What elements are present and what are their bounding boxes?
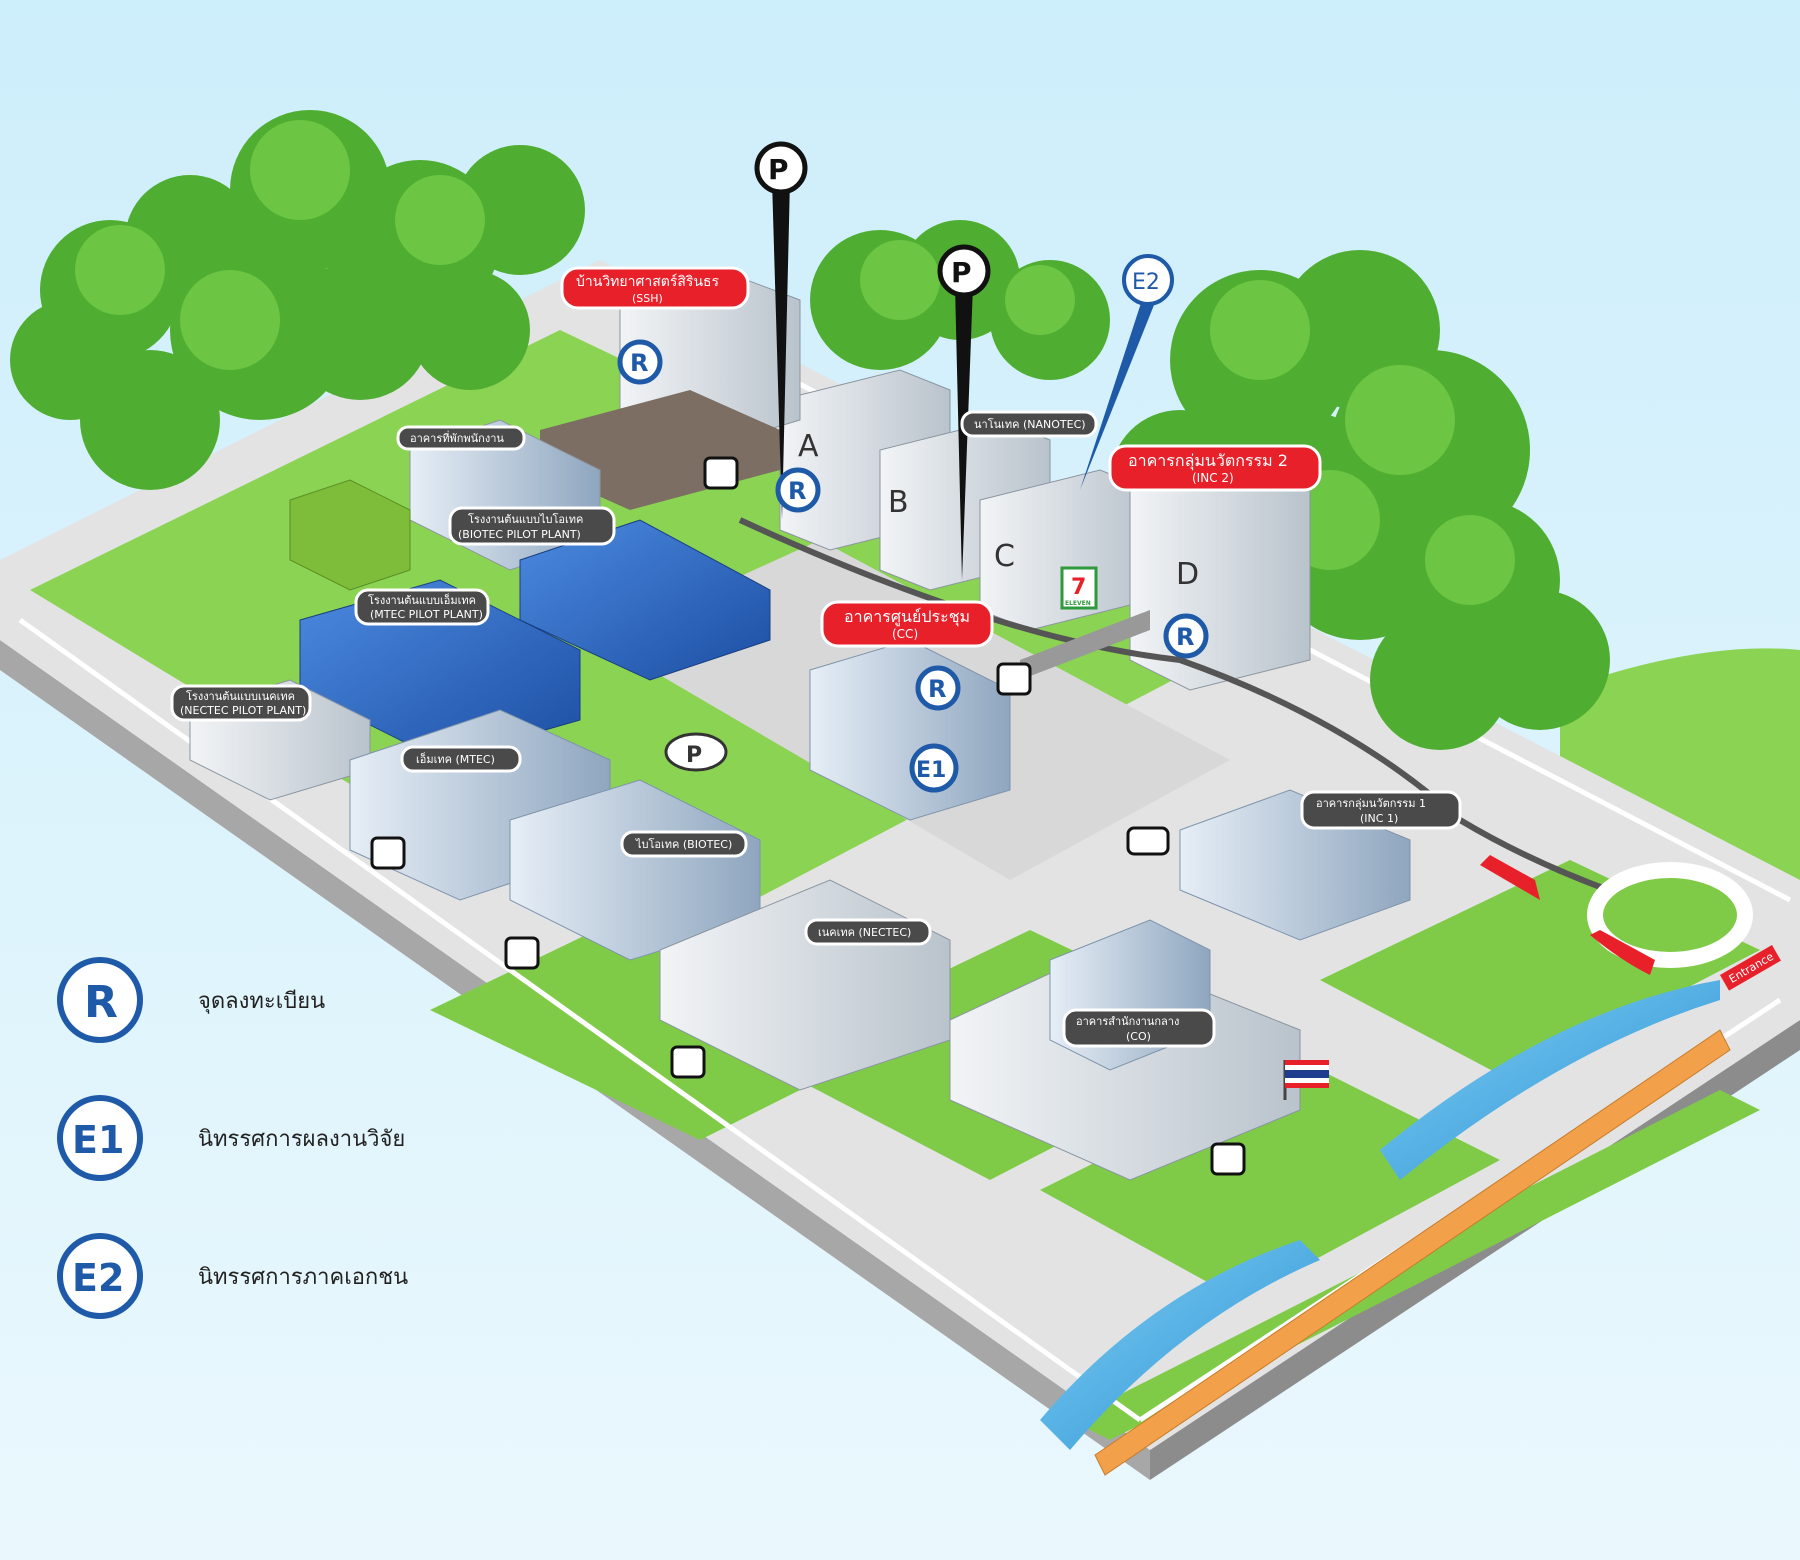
- registration-badge-ssh-label: R: [630, 349, 648, 377]
- legend-exhibit1-icon: E1: [57, 1095, 143, 1181]
- parking-lot-label: P: [686, 743, 702, 768]
- green-warehouse: [289, 479, 411, 591]
- label-ssh-line1: บ้านวิทยาศาสตร์สิรินธร: [576, 273, 720, 290]
- inc2-walkway: [1020, 610, 1150, 680]
- label-dorm[interactable]: อาคารที่พักพนักงาน: [396, 425, 526, 451]
- building-letter-b: B: [888, 485, 909, 520]
- shuttle-icons: [370, 456, 1246, 1176]
- registration-badge-d-label: R: [1176, 623, 1194, 651]
- legend-exhibit1-label: นิทรรศการผลงานวิจัย: [198, 1127, 405, 1152]
- legend: R จุดลงทะเบียน E1 นิทรรศการผลงานวิจัย E2…: [57, 957, 408, 1319]
- label-cc[interactable]: อาคารศูนย์ประชุม (CC): [820, 600, 994, 648]
- e2-pin[interactable]: E2: [1080, 254, 1174, 490]
- label-co-line2: (CO): [1126, 1030, 1151, 1043]
- e2-pin-label: E2: [1132, 270, 1160, 295]
- registration-badge-d[interactable]: R: [1163, 613, 1209, 659]
- label-nanotec[interactable]: นาโนเทค (NANOTEC): [960, 410, 1098, 438]
- label-biotec-pilot-line2: (BIOTEC PILOT PLANT): [458, 528, 581, 541]
- label-mtec-pilot-line1: โรงงานต้นแบบเอ็มเทค: [368, 593, 476, 607]
- label-dorm-text: อาคารที่พักพนักงาน: [410, 430, 504, 445]
- label-ssh[interactable]: บ้านวิทยาศาสตร์สิรินธร (SSH): [560, 266, 750, 310]
- entrance-arrow: [1480, 855, 1540, 900]
- legend-exhibit2-icon: E2: [57, 1233, 143, 1319]
- seven-eleven-sign: 7 ELEVEN: [1060, 566, 1098, 610]
- label-mtec-pilot[interactable]: โรงงานต้นแบบเอ็มเทค (MTEC PILOT PLANT): [354, 588, 490, 626]
- registration-badge-cc-label: R: [928, 675, 946, 703]
- label-biotec-text: ไบโอเทค (BIOTEC): [635, 837, 732, 851]
- legend-registration-label: จุดลงทะเบียน: [198, 989, 325, 1014]
- label-biotec-pilot[interactable]: โรงงานต้นแบบไบโอเทค (BIOTEC PILOT PLANT): [448, 506, 616, 546]
- label-cc-line2: (CC): [892, 627, 918, 641]
- legend-exhibit1-badge: E1: [72, 1118, 124, 1162]
- registration-badge-a-label: R: [788, 477, 806, 505]
- label-biotec-pilot-line1: โรงงานต้นแบบไบโอเทค: [468, 512, 583, 526]
- seven-eleven-text: ELEVEN: [1065, 600, 1091, 607]
- canal-left: [1040, 1240, 1320, 1450]
- label-inc1-line1: อาคารกลุ่มนวัตกรรม 1: [1316, 797, 1426, 810]
- label-nanotec-text: นาโนเทค (NANOTEC): [974, 417, 1086, 431]
- roundabout: [1587, 862, 1753, 968]
- building-letter-c: C: [994, 539, 1015, 574]
- canal-right: [1380, 980, 1720, 1180]
- thai-flag: [1283, 1060, 1329, 1100]
- legend-registration-icon: R: [57, 957, 143, 1043]
- label-mtec-text: เอ็มเทค (MTEC): [416, 752, 495, 766]
- label-mtec[interactable]: เอ็มเทค (MTEC): [400, 745, 522, 773]
- seven-eleven-number: 7: [1071, 575, 1086, 600]
- parking-pin-1-label: P: [768, 153, 789, 186]
- label-cc-line1: อาคารศูนย์ประชุม: [844, 607, 970, 627]
- registration-badge-a[interactable]: R: [775, 467, 821, 513]
- label-nectec-pilot-line2: (NECTEC PILOT PLANT): [180, 704, 306, 717]
- registration-badge-cc[interactable]: R: [915, 665, 961, 711]
- building-letter-d: D: [1176, 557, 1199, 592]
- registration-badge-ssh[interactable]: R: [617, 339, 663, 385]
- exit-arrow: [1590, 930, 1655, 975]
- label-inc2-line2: (INC 2): [1192, 471, 1234, 485]
- building-letter-a: A: [798, 429, 819, 464]
- parking-lot-marker: P: [664, 732, 728, 772]
- exhibit1-badge-label: E1: [916, 758, 946, 783]
- legend-exhibit2-badge: E2: [72, 1256, 124, 1300]
- label-nectec-pilot[interactable]: โรงงานต้นแบบเนคเทค (NECTEC PILOT PLANT): [170, 684, 312, 722]
- parking-pin-2-label: P: [951, 256, 972, 289]
- label-ssh-line2: (SSH): [632, 292, 663, 305]
- legend-exhibit2-label: นิทรรศการภาคเอกชน: [198, 1265, 408, 1290]
- label-inc2-line1: อาคารกลุ่มนวัตกรรม 2: [1128, 451, 1288, 471]
- label-inc2[interactable]: อาคารกลุ่มนวัตกรรม 2 (INC 2): [1108, 444, 1322, 492]
- exhibit1-badge[interactable]: E1: [909, 743, 959, 793]
- label-nectec-pilot-line1: โรงงานต้นแบบเนคเทค: [186, 689, 295, 703]
- label-nectec-text: เนคเทค (NECTEC): [818, 926, 911, 939]
- label-co-line1: อาคารสำนักงานกลาง: [1076, 1015, 1179, 1028]
- fence-wall: [1094, 1029, 1731, 1476]
- label-biotec[interactable]: ไบโอเทค (BIOTEC): [620, 830, 748, 858]
- label-inc1[interactable]: อาคารกลุ่มนวัตกรรม 1 (INC 1): [1300, 790, 1462, 830]
- label-mtec-pilot-line2: (MTEC PILOT PLANT): [370, 608, 483, 621]
- parking-pin-1[interactable]: P: [754, 141, 808, 520]
- label-nectec[interactable]: เนคเทค (NECTEC): [804, 918, 932, 946]
- label-inc1-line2: (INC 1): [1360, 812, 1398, 825]
- legend-registration-badge: R: [84, 977, 118, 1028]
- label-co[interactable]: อาคารสำนักงานกลาง (CO): [1062, 1008, 1216, 1048]
